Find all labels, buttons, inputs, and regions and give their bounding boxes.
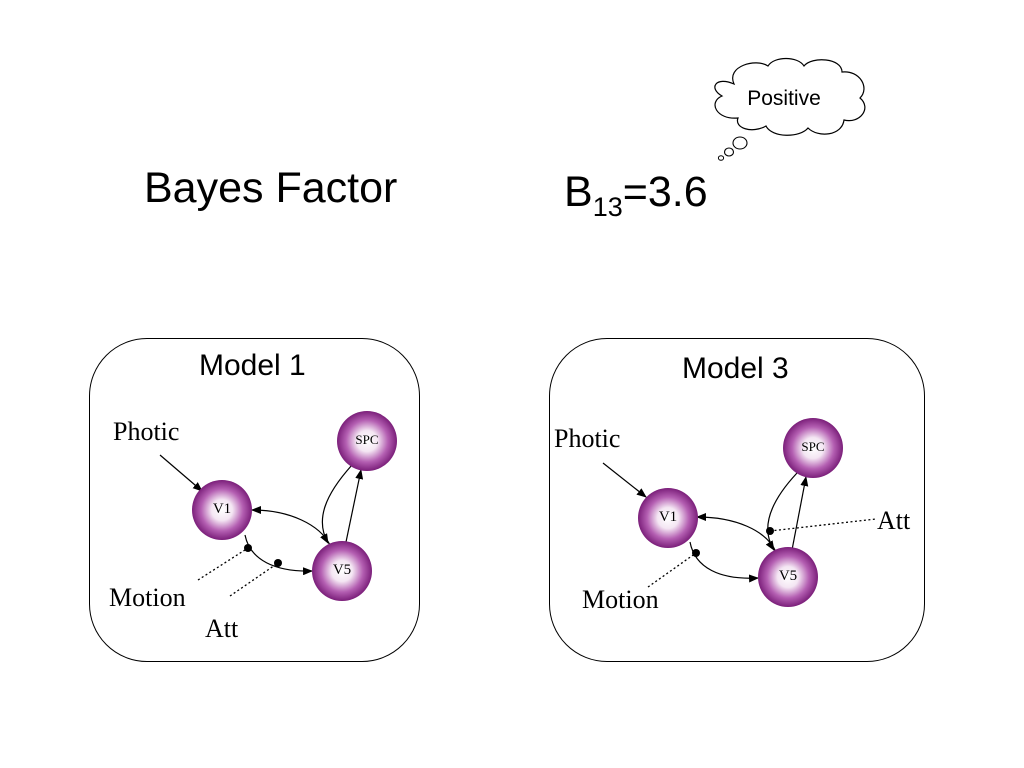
m3-spc-label: SPC <box>801 439 825 454</box>
m1-node-v5 <box>312 541 372 601</box>
m1-motion-label: Motion <box>109 583 186 612</box>
bayes-factor-value: B13=3.6 <box>564 168 708 223</box>
bayes-number: =3.6 <box>622 168 708 216</box>
thought-cloud-shape <box>714 57 866 136</box>
m3-motion-label: Motion <box>582 585 659 614</box>
slide-title: Bayes Factor <box>144 164 398 212</box>
m1-v5-to-v1-arrow <box>251 506 331 546</box>
m3-photic-arrow <box>602 462 647 498</box>
m1-spc-to-v5-arrow <box>320 464 353 544</box>
m1-att-modulation <box>229 562 279 597</box>
m1-node-v1 <box>192 480 252 540</box>
m1-att-label: Att <box>205 614 239 643</box>
m3-v5-to-v1-arrow <box>696 513 777 553</box>
m3-att-label: Att <box>877 506 911 535</box>
model-3-title: Model 3 <box>682 352 789 385</box>
m1-v5-label: V5 <box>332 562 352 578</box>
thought-bubble-medium <box>723 147 735 157</box>
m1-v5-to-spc-arrow <box>345 469 364 543</box>
m1-motion-dot <box>244 544 252 552</box>
thought-bubble-large <box>732 136 748 150</box>
m1-node-spc <box>337 411 397 471</box>
m1-v1-label: V1 <box>212 501 232 517</box>
m3-att-dot <box>766 527 774 535</box>
m3-node-v1 <box>638 488 698 548</box>
m3-photic-label: Photic <box>554 424 621 453</box>
m1-v1-to-v5-arrow <box>244 534 313 576</box>
m1-motion-modulation <box>197 547 249 581</box>
m1-photic-label: Photic <box>113 417 180 446</box>
m3-v5-label: V5 <box>778 568 798 584</box>
model-1-panel <box>89 338 420 662</box>
m3-v1-label: V1 <box>658 509 678 525</box>
m3-v5-to-spc-arrow <box>791 476 809 551</box>
m3-spc-to-v5-arrow <box>765 472 798 551</box>
m3-node-spc <box>783 418 843 478</box>
m1-photic-arrow <box>159 454 203 492</box>
model-1-title: Model 1 <box>199 349 306 382</box>
thought-text: Positive <box>747 87 821 110</box>
m3-motion-modulation <box>647 552 697 588</box>
thought-bubble-small <box>717 155 725 161</box>
m3-node-v5 <box>758 547 818 607</box>
m3-v1-to-v5-arrow <box>689 541 759 583</box>
model-3-panel <box>549 338 925 662</box>
m1-spc-label: SPC <box>355 432 379 447</box>
bayes-subscript: 13 <box>592 192 623 222</box>
m1-att-dot <box>274 559 282 567</box>
m3-att-modulation <box>769 518 877 532</box>
bayes-symbol: B <box>564 168 593 216</box>
m3-motion-dot <box>692 549 700 557</box>
